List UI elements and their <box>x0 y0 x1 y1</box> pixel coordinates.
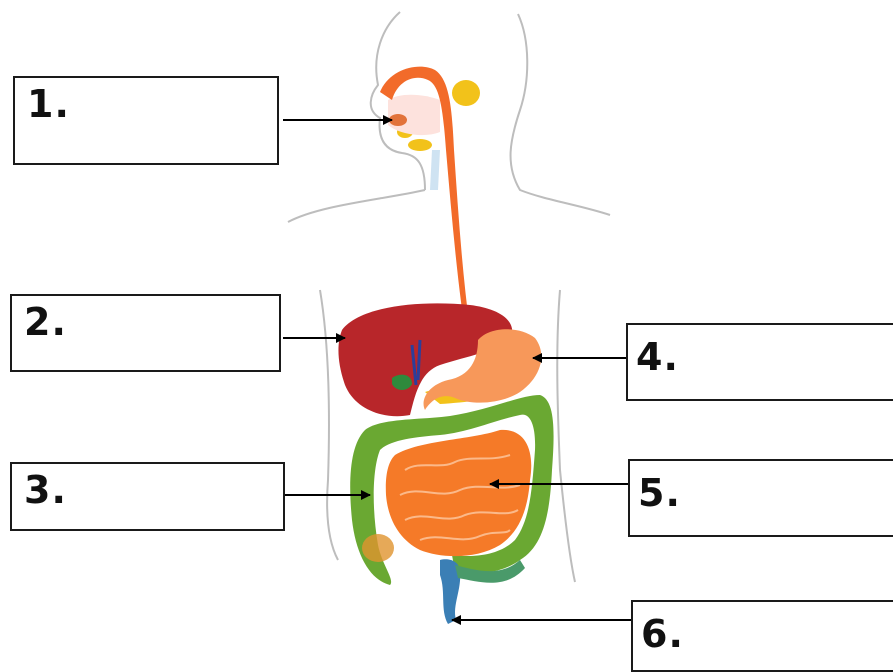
label-number: 1. <box>27 82 70 126</box>
label-box-6[interactable]: 6. <box>631 600 893 672</box>
label-box-2[interactable]: 2. <box>10 294 281 372</box>
label-box-5[interactable]: 5. <box>628 459 893 537</box>
label-number: 6. <box>641 612 684 656</box>
label-box-4[interactable]: 4. <box>626 323 893 401</box>
appendix <box>362 534 394 562</box>
label-box-1[interactable]: 1. <box>13 76 279 165</box>
label-number: 5. <box>638 471 681 515</box>
label-box-3[interactable]: 3. <box>10 462 285 531</box>
label-number: 3. <box>24 468 67 512</box>
mouth <box>388 95 440 135</box>
label-number: 2. <box>24 300 67 344</box>
label-number: 4. <box>636 335 679 379</box>
trachea <box>430 150 440 190</box>
